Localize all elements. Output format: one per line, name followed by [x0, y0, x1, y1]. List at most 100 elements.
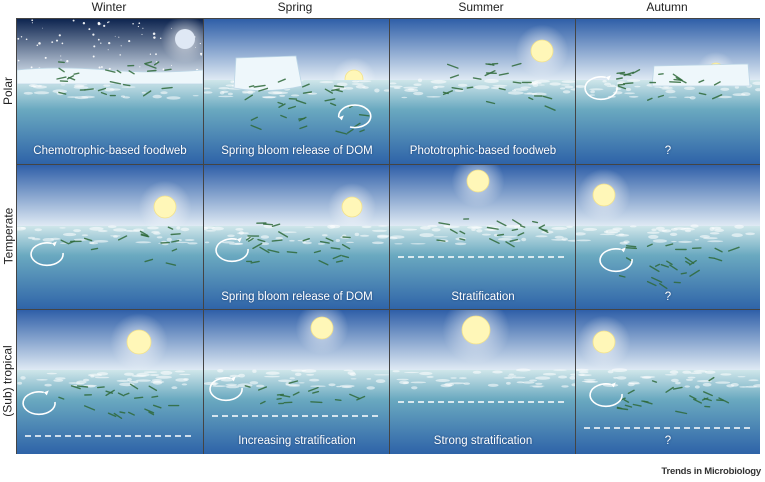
- snowflake: [108, 41, 111, 45]
- snowflake: [20, 36, 23, 38]
- panel-caption: Strong stratification: [433, 435, 533, 447]
- panel-caption: Spring bloom release of DOM: [221, 291, 373, 303]
- plankton-cell: [287, 105, 297, 110]
- plankton-cell: [286, 251, 298, 254]
- surface-foam: [755, 88, 760, 92]
- surface-foam: [752, 81, 760, 85]
- plankton-cell: [319, 240, 330, 244]
- plankton-cell: [145, 63, 157, 69]
- surface-foam: [166, 237, 172, 242]
- plankton-cell: [271, 239, 283, 242]
- sea: [576, 226, 760, 310]
- surface-foam: [362, 86, 369, 89]
- plankton-cell: [711, 94, 723, 100]
- surface-foam: [606, 85, 622, 88]
- mixing-arrowhead: [43, 390, 49, 396]
- surface-foam: [81, 234, 89, 237]
- surface-foam: [703, 237, 718, 240]
- surface-foam: [450, 377, 457, 379]
- plankton-cell: [140, 234, 149, 238]
- plankton-cell: [56, 76, 67, 80]
- surface-foam: [602, 80, 607, 83]
- surface-foam: [542, 372, 557, 376]
- ocean-illustration: [390, 310, 576, 454]
- surface-foam: [336, 82, 348, 87]
- plankton-cell: [280, 114, 287, 119]
- plankton-cell: [512, 81, 522, 84]
- plankton-cell: [133, 396, 144, 399]
- panel-caption: ?: [664, 291, 672, 303]
- surface-foam: [629, 225, 637, 228]
- surface-foam: [83, 384, 97, 387]
- plankton-cell: [258, 386, 267, 391]
- surface-foam: [249, 381, 259, 385]
- plankton-cell: [144, 61, 153, 65]
- surface-foam: [124, 372, 134, 376]
- plankton-cell: [302, 237, 310, 242]
- snowflake: [82, 22, 86, 25]
- plankton-cell: [325, 237, 334, 242]
- plankton-cell: [83, 237, 93, 242]
- surface-foam: [343, 87, 354, 90]
- sea: [17, 370, 203, 454]
- plankton-cell: [299, 125, 308, 130]
- plankton-cell: [144, 258, 154, 263]
- plankton-cell: [486, 226, 499, 230]
- plankton-cell: [105, 389, 115, 397]
- surface-foam: [176, 226, 181, 230]
- plankton-cell: [267, 249, 280, 254]
- surface-foam: [734, 85, 739, 89]
- surface-foam: [549, 82, 561, 86]
- plankton-cell: [451, 86, 464, 91]
- surface-foam: [23, 91, 33, 95]
- plankton-cell: [651, 276, 663, 283]
- plankton-cell: [698, 79, 705, 83]
- surface-foam: [454, 89, 464, 92]
- plankton-cell: [665, 243, 674, 247]
- surface-foam: [212, 385, 227, 387]
- surface-foam: [659, 86, 673, 89]
- surface-foam: [279, 94, 286, 97]
- plankton-cell: [488, 63, 495, 66]
- plankton-cell: [541, 228, 548, 232]
- plankton-cell: [698, 92, 707, 96]
- panel-caption: Stratification: [451, 291, 515, 303]
- surface-foam: [392, 370, 400, 373]
- plankton-cell: [459, 238, 466, 241]
- plankton-cell: [331, 88, 340, 92]
- snowflake: [149, 53, 152, 55]
- surface-foam: [225, 385, 240, 389]
- snowflake: [107, 49, 109, 51]
- surface-foam: [571, 383, 576, 387]
- plankton-cell: [277, 101, 284, 105]
- surface-foam: [694, 239, 699, 241]
- surface-foam: [131, 374, 147, 378]
- plankton-cell: [73, 72, 80, 75]
- plankton-cell: [625, 246, 637, 250]
- plankton-cell: [359, 129, 365, 133]
- plankton-cell: [665, 386, 674, 393]
- surface-foam: [46, 372, 57, 375]
- plankton-cell: [341, 255, 350, 259]
- snowflake: [31, 22, 33, 24]
- ocean-illustration: [390, 165, 576, 310]
- surface-foam: [578, 370, 589, 374]
- surface-foam: [443, 225, 460, 229]
- surface-foam: [715, 381, 731, 384]
- snowflake: [38, 42, 41, 45]
- plankton-cell: [346, 128, 354, 134]
- ocean-illustration: [576, 165, 760, 310]
- plankton-cell: [544, 105, 556, 111]
- surface-foam: [507, 91, 524, 95]
- plankton-cell: [702, 391, 713, 397]
- surface-foam: [497, 237, 513, 241]
- plankton-cell: [627, 389, 635, 395]
- sun: [466, 169, 490, 193]
- plankton-cell: [250, 260, 260, 264]
- plankton-cell: [623, 71, 635, 77]
- plankton-cell: [713, 81, 721, 86]
- snowflake: [108, 67, 111, 70]
- surface-foam: [289, 377, 295, 380]
- snowflake: [31, 19, 34, 22]
- snowflake: [152, 32, 156, 35]
